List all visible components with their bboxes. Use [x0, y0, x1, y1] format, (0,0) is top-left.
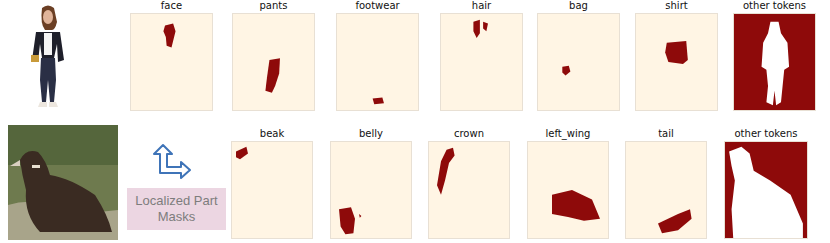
- mask-panel: beak: [231, 128, 313, 239]
- mask-image: [336, 13, 419, 111]
- mask-image: [635, 13, 718, 111]
- part-mask: [626, 142, 706, 238]
- part-mask: [233, 14, 314, 110]
- part-mask: [232, 142, 312, 238]
- panel-title: tail: [625, 128, 707, 140]
- mask-image: [330, 141, 412, 239]
- panel-title: shirt: [635, 0, 718, 12]
- panel-title: crown: [428, 128, 510, 140]
- corner-arrow-icon: [154, 145, 190, 178]
- mask-panel: crown: [428, 128, 510, 239]
- part-mask: [538, 14, 619, 110]
- mask-panel: face: [130, 0, 213, 111]
- panel-title: footwear: [336, 0, 419, 12]
- part-mask: [131, 14, 212, 110]
- part-mask: [429, 142, 509, 238]
- mask-image: [537, 13, 620, 111]
- panel-title: hair: [440, 0, 523, 12]
- mask-panel: hair: [440, 0, 523, 111]
- part-mask: [734, 14, 815, 110]
- mask-panel: belly: [330, 128, 412, 239]
- panel-title: left_wing: [527, 128, 609, 140]
- panel-title: pants: [232, 0, 315, 12]
- mask-image: [527, 141, 609, 239]
- mask-image: [733, 13, 816, 111]
- mask-image: [440, 13, 523, 111]
- bird-photo: [8, 125, 118, 240]
- panel-title: beak: [231, 128, 313, 140]
- panel-title: bag: [537, 0, 620, 12]
- panel-title: other tokens: [724, 128, 808, 140]
- part-mask: [636, 14, 717, 110]
- mask-panel: shirt: [635, 0, 718, 111]
- part-mask: [441, 14, 522, 110]
- part-mask: [725, 142, 807, 238]
- panel-title: other tokens: [733, 0, 816, 12]
- mask-panel: footwear: [336, 0, 419, 111]
- part-mask: [331, 142, 411, 238]
- mask-panel: other tokens: [733, 0, 816, 111]
- mask-panel: left_wing: [527, 128, 609, 239]
- mask-panel: other tokens: [724, 128, 808, 239]
- mask-image: [130, 13, 213, 111]
- label-box: Localized Part Masks: [127, 188, 226, 230]
- mask-panel: bag: [537, 0, 620, 111]
- mask-panel: tail: [625, 128, 707, 239]
- person-photo: [8, 2, 88, 113]
- part-mask: [528, 142, 608, 238]
- mask-image: [428, 141, 510, 239]
- box-label: Localized Part Masks: [135, 193, 218, 225]
- part-mask: [337, 14, 418, 110]
- mask-image: [232, 13, 315, 111]
- mask-panel: pants: [232, 0, 315, 111]
- panel-title: face: [130, 0, 213, 12]
- mask-image: [625, 141, 707, 239]
- mask-image: [724, 141, 808, 239]
- mask-image: [231, 141, 313, 239]
- panel-title: belly: [330, 128, 412, 140]
